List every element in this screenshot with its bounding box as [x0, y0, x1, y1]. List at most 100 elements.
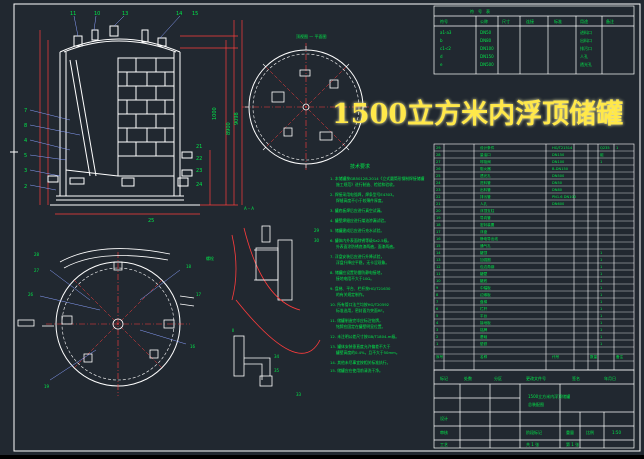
svg-text:1: 1	[600, 342, 602, 346]
svg-text:21: 21	[196, 144, 202, 150]
svg-text:1: 1	[600, 307, 602, 311]
drawing-border	[13, 3, 641, 452]
svg-text:外表面涂防锈底漆两遍，面漆两遍。: 外表面涂防锈底漆两遍，面漆两遍。	[336, 244, 397, 249]
svg-text:标记: 标记	[440, 375, 448, 381]
svg-text:27: 27	[436, 160, 441, 164]
svg-text:DN50: DN50	[480, 30, 492, 35]
svg-text:铭牌: 铭牌	[480, 327, 488, 332]
svg-text:5: 5	[24, 153, 27, 159]
svg-text:序号: 序号	[436, 354, 444, 359]
svg-text:3: 3	[436, 328, 438, 332]
svg-text:人孔: 人孔	[480, 201, 488, 206]
svg-text:22: 22	[436, 195, 441, 199]
svg-text:设计条件: 设计条件	[480, 145, 495, 150]
svg-text:4: 4	[24, 138, 27, 144]
svg-text:的有关规定制作。: 的有关规定制作。	[336, 292, 366, 297]
svg-text:罐壁高度的0.4%，且不大于50mm。: 罐壁高度的0.4%，且不大于50mm。	[336, 350, 400, 355]
svg-text:e: e	[440, 62, 443, 67]
svg-text:B-DN150: B-DN150	[552, 167, 569, 171]
svg-text:浮顶支柱: 浮顶支柱	[480, 208, 495, 213]
nozzle-table-text: 符 号 表 符号公称尺寸 连接标准用途备注 a1-a3bc1-c2 de DN5…	[440, 8, 614, 67]
svg-text:人孔: 人孔	[580, 53, 588, 59]
svg-text:工艺: 工艺	[440, 442, 448, 447]
svg-text:12: 12	[436, 265, 441, 269]
detail-a-a	[231, 225, 301, 311]
svg-text:符号: 符号	[440, 18, 448, 24]
svg-text:2. 焊接采用电弧焊，焊条型号E4303。: 2. 焊接采用电弧焊，焊条型号E4303。	[330, 192, 396, 197]
svg-text:第 1 张: 第 1 张	[566, 441, 579, 447]
svg-text:10: 10	[436, 279, 441, 283]
title-block	[433, 369, 635, 449]
svg-text:1: 1	[600, 160, 602, 164]
svg-text:25: 25	[436, 174, 441, 178]
svg-text:用途: 用途	[580, 18, 588, 24]
svg-text:8. 储罐应设置防雷防静电接地，: 8. 储罐应设置防雷防静电接地，	[330, 270, 384, 275]
svg-text:21: 21	[436, 202, 441, 206]
svg-text:c1-c2: c1-c2	[440, 46, 451, 51]
svg-text:DN500: DN500	[552, 174, 565, 178]
svg-text:8: 8	[436, 293, 439, 297]
svg-text:加强圈: 加强圈	[480, 257, 491, 262]
svg-text:19: 19	[436, 216, 441, 220]
svg-text:8900: 8900	[226, 122, 232, 135]
svg-text:22: 22	[196, 156, 202, 162]
bill-of-materials	[433, 143, 635, 371]
svg-text:35: 35	[274, 368, 280, 373]
svg-text:13: 13	[436, 258, 441, 262]
svg-text:导向管: 导向管	[480, 215, 491, 220]
svg-text:29: 29	[314, 228, 320, 233]
svg-text:阻火器: 阻火器	[480, 166, 491, 171]
svg-text:9098: 9098	[234, 112, 240, 125]
svg-text:1: 1	[436, 342, 438, 346]
svg-text:栏杆: 栏杆	[480, 306, 488, 311]
svg-text:24: 24	[196, 182, 202, 188]
svg-text:24: 24	[436, 181, 441, 185]
svg-text:26: 26	[28, 292, 34, 297]
svg-text:11: 11	[70, 11, 76, 17]
svg-text:8: 8	[24, 123, 27, 129]
svg-text:DN50: DN50	[552, 181, 563, 185]
detail-a-a-label: A – A	[244, 206, 254, 211]
svg-text:1: 1	[600, 272, 602, 276]
svg-text:d: d	[440, 54, 443, 59]
svg-text:23: 23	[436, 188, 441, 192]
svg-text:1: 1	[600, 300, 602, 304]
svg-text:罐顶: 罐顶	[480, 250, 488, 255]
svg-text:处数: 处数	[464, 375, 472, 381]
svg-text:比例: 比例	[586, 429, 594, 435]
svg-text:更改文件号: 更改文件号	[526, 375, 546, 381]
svg-text:28: 28	[436, 153, 441, 157]
svg-text:1000: 1000	[212, 107, 218, 120]
svg-text:分区: 分区	[494, 375, 502, 381]
title-block-text: 标记处数分区更改文件号签名年月日 1500立方米内浮顶储罐 总装配图 设计审核工…	[440, 375, 621, 447]
svg-text:透光孔: 透光孔	[580, 61, 592, 67]
svg-text:罐底: 罐底	[480, 278, 488, 283]
svg-text:组: 组	[600, 152, 604, 157]
svg-text:29: 29	[436, 146, 441, 150]
svg-text:排污管: 排污管	[480, 194, 491, 199]
svg-text:DN100: DN100	[480, 46, 494, 51]
svg-text:焊缝高度不小于较薄件厚度。: 焊缝高度不小于较薄件厚度。	[336, 198, 385, 203]
svg-text:5. 储罐建成后应进行充水试验。: 5. 储罐建成后应进行充水试验。	[330, 228, 384, 233]
svg-text:DN150: DN150	[552, 153, 565, 157]
svg-text:PN1.6 DN100: PN1.6 DN100	[552, 195, 577, 199]
svg-text:HG/T21514: HG/T21514	[552, 146, 573, 150]
svg-text:15: 15	[192, 11, 198, 17]
svg-text:15. 储罐应在使用前清洗干净。: 15. 储罐应在使用前清洗干净。	[330, 368, 383, 373]
svg-text:34: 34	[274, 354, 280, 359]
svg-text:DN80: DN80	[552, 188, 563, 192]
svg-text:2: 2	[24, 184, 27, 190]
svg-text:4: 4	[436, 321, 439, 325]
svg-text:10. 所有管口法兰均按HG/T20592: 10. 所有管口法兰均按HG/T20592	[330, 302, 390, 307]
svg-text:10: 10	[94, 11, 100, 17]
svg-text:6: 6	[436, 307, 439, 311]
svg-text:静电导出线: 静电导出线	[480, 236, 498, 241]
svg-text:1: 1	[600, 251, 602, 255]
svg-text:盘梯: 盘梯	[480, 299, 488, 304]
svg-text:14. 其他未尽事宜按相关标准执行。: 14. 其他未尽事宜按相关标准执行。	[330, 360, 390, 365]
svg-text:重量: 重量	[566, 429, 574, 435]
tank-bottom-plan-view	[17, 248, 195, 396]
svg-text:11. 储罐制造完毕应标注铭牌，: 11. 储罐制造完毕应标注铭牌，	[330, 318, 383, 323]
